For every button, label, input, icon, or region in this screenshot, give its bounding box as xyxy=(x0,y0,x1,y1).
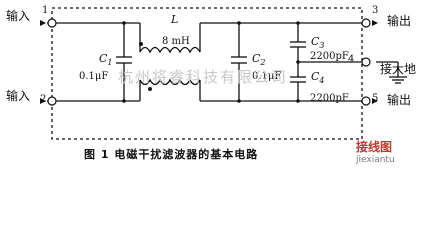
output-arrow-5 xyxy=(372,98,378,104)
circuit-diagram xyxy=(40,7,407,140)
junction-dot xyxy=(122,99,126,103)
terminal-5 xyxy=(361,96,371,106)
c3-value: 2200pF xyxy=(310,51,349,62)
terminal-1 xyxy=(47,18,57,28)
terminal-2-number: 2 xyxy=(40,94,47,105)
circuit-figure: 输入 1 输入 2 3 输出 4 接大地 5 输出 L 8 mH C1 0.1μ… xyxy=(6,5,417,165)
c2-name: C2 xyxy=(252,52,266,68)
c4-name: C4 xyxy=(311,70,325,86)
terminal-2 xyxy=(47,96,57,106)
input-arrow-2 xyxy=(40,98,46,104)
c3-name: C3 xyxy=(311,35,325,51)
junction-dot xyxy=(122,21,126,25)
terminal-3-label: 输出 xyxy=(387,14,412,28)
inductor-value: 8 mH xyxy=(162,36,190,47)
terminal-2-label: 输入 xyxy=(6,89,31,103)
terminal-4-number: 4 xyxy=(348,54,355,65)
site-logo-url: jiexiantu xyxy=(356,155,395,165)
c1-name: C1 xyxy=(99,52,113,68)
c2-value: 0.1μF xyxy=(252,71,282,82)
watermark: 杭州将睿科技有限公司 xyxy=(118,68,289,86)
terminal-4 xyxy=(361,57,371,67)
figure-caption: 图 1 电磁干扰滤波器的基本电路 xyxy=(84,148,259,161)
output-arrow-3 xyxy=(372,20,378,26)
junction-dot xyxy=(296,60,300,64)
junction-dot xyxy=(296,21,300,25)
junction-dot xyxy=(237,99,241,103)
dashed-enclosure xyxy=(51,7,363,140)
terminal-1-label: 输入 xyxy=(6,9,31,23)
terminal-3 xyxy=(361,18,371,28)
site-logo-brand: 接线图 xyxy=(356,140,393,154)
c4-value: 2200pF xyxy=(310,93,349,104)
terminal-5-number: 5 xyxy=(372,93,379,104)
polarity-dot-bottom xyxy=(148,87,152,91)
terminal-1-number: 1 xyxy=(42,5,49,16)
junction-dot xyxy=(296,99,300,103)
polarity-dot-top xyxy=(139,42,143,46)
inductor-top-winding xyxy=(139,46,201,54)
terminal-4-label: 接大地 xyxy=(380,62,417,76)
inductor-name: L xyxy=(171,13,179,26)
terminal-3-number: 3 xyxy=(372,5,379,16)
terminal-5-label: 输出 xyxy=(387,93,412,107)
c1-value: 0.1μF xyxy=(79,71,109,82)
input-arrow-1 xyxy=(40,20,46,26)
inductor-bottom-winding xyxy=(139,78,201,86)
junction-dot xyxy=(237,21,241,25)
